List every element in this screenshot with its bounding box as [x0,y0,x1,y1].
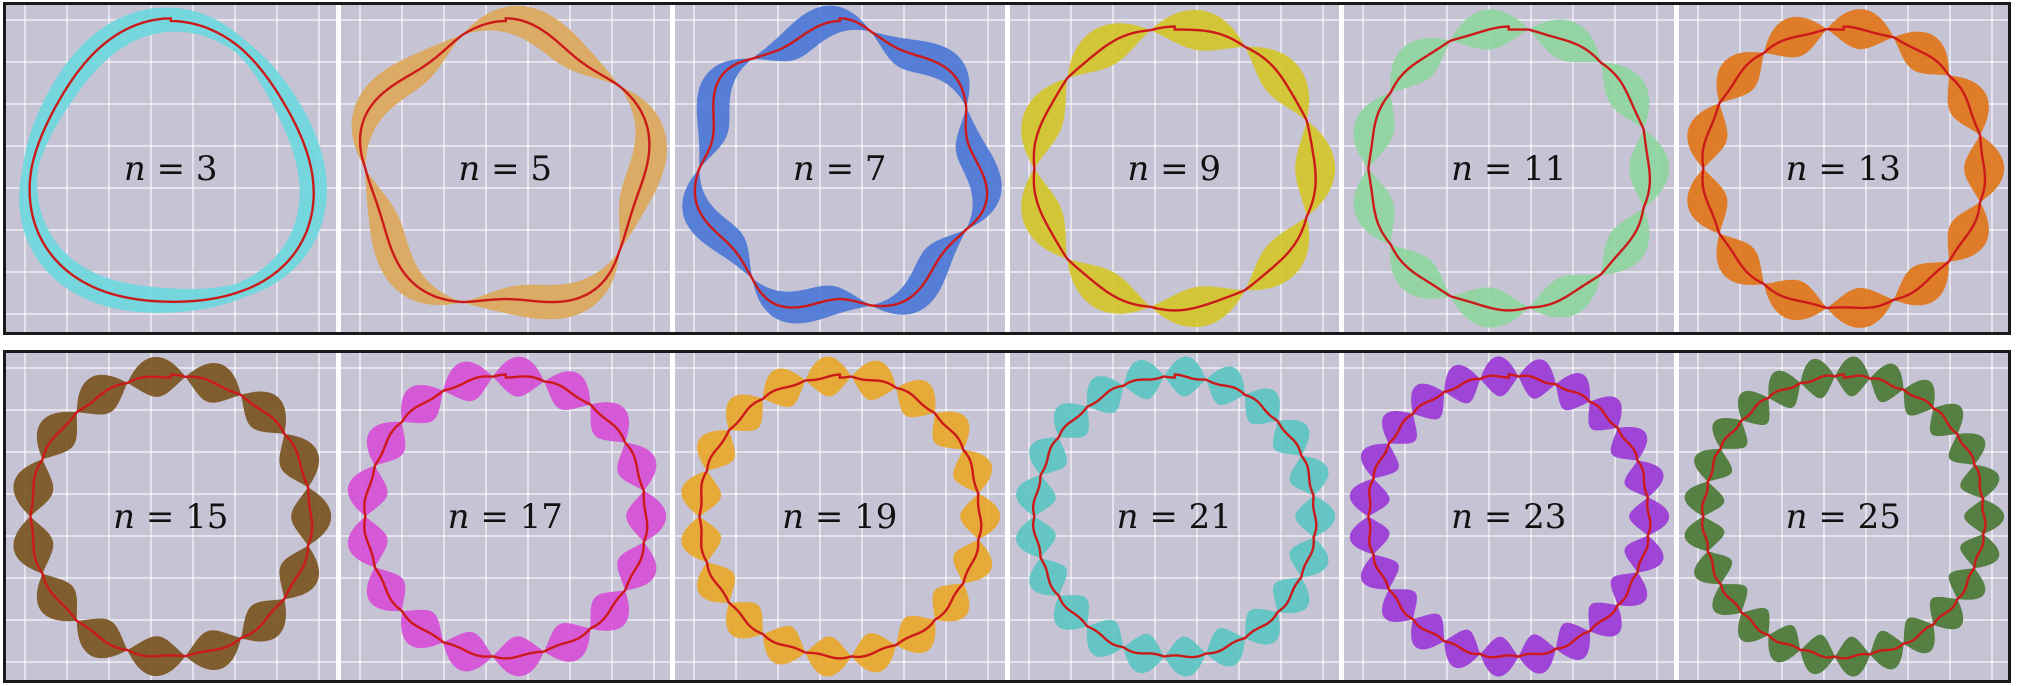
centerline-curve [693,17,989,309]
centerline-curve [28,17,315,303]
ribbon-panel: n = 13 [1678,5,2008,332]
figure-row-top: n = 3 n = 5 n = 7 n = 9 n = 11 n = 13 [3,2,2011,335]
ribbon-graphic [1684,356,2004,677]
centerline-curve [1367,373,1652,659]
ribbon-panel: n = 11 [1344,5,1674,332]
twisted-ribbon [1349,356,1670,677]
figure-row-bottom: n = 15 n = 17 n = 19 n = 21 n = 23 n = 2… [3,350,2011,683]
centerline-curve [1032,25,1317,312]
centerline-curve [1031,373,1318,659]
twisted-ribbon [1353,9,1670,328]
twisted-ribbon [1686,9,2004,328]
centerline-curve [698,373,983,660]
twisted-ribbon [1020,9,1335,328]
ribbon-panel: n = 19 [675,353,1005,680]
ribbon-graphic [1020,9,1335,328]
ribbon-graphic [19,7,327,313]
ribbon-panel: n = 7 [675,5,1005,332]
centerline-curve [29,373,314,658]
twisted-ribbon [13,356,332,677]
ribbon-panel: n = 21 [1009,353,1339,680]
ribbon-graphic [1353,9,1670,328]
centerline-curve [362,373,648,660]
ribbon-panel: n = 5 [340,5,670,332]
ribbon-graphic [681,356,1001,677]
ribbon-graphic [682,5,1002,324]
ribbon-panel: n = 3 [6,5,336,332]
ribbon-graphic [1349,356,1670,677]
ribbon-panel: n = 15 [6,353,336,680]
twisted-ribbon [351,5,667,320]
ribbon-panel: n = 25 [1678,353,2008,680]
ribbon-graphic [351,5,667,320]
centerline-curve [1367,25,1652,312]
ribbon-graphic [347,356,666,677]
twisted-ribbon [1015,356,1335,677]
twisted-ribbon [681,356,1001,677]
centerline-curve [358,17,651,304]
centerline-curve [1700,25,1986,310]
ribbon-panel: n = 17 [340,353,670,680]
twisted-ribbon [347,356,666,677]
ribbon-graphic [1015,356,1335,677]
ribbon-graphic [1686,9,2004,328]
twisted-ribbon [1684,356,2004,677]
twisted-ribbon [682,5,1002,324]
ribbon-graphic [13,356,332,677]
ribbon-panel: n = 9 [1009,5,1339,332]
centerline-curve [1700,373,1987,660]
ribbon-panel: n = 23 [1344,353,1674,680]
